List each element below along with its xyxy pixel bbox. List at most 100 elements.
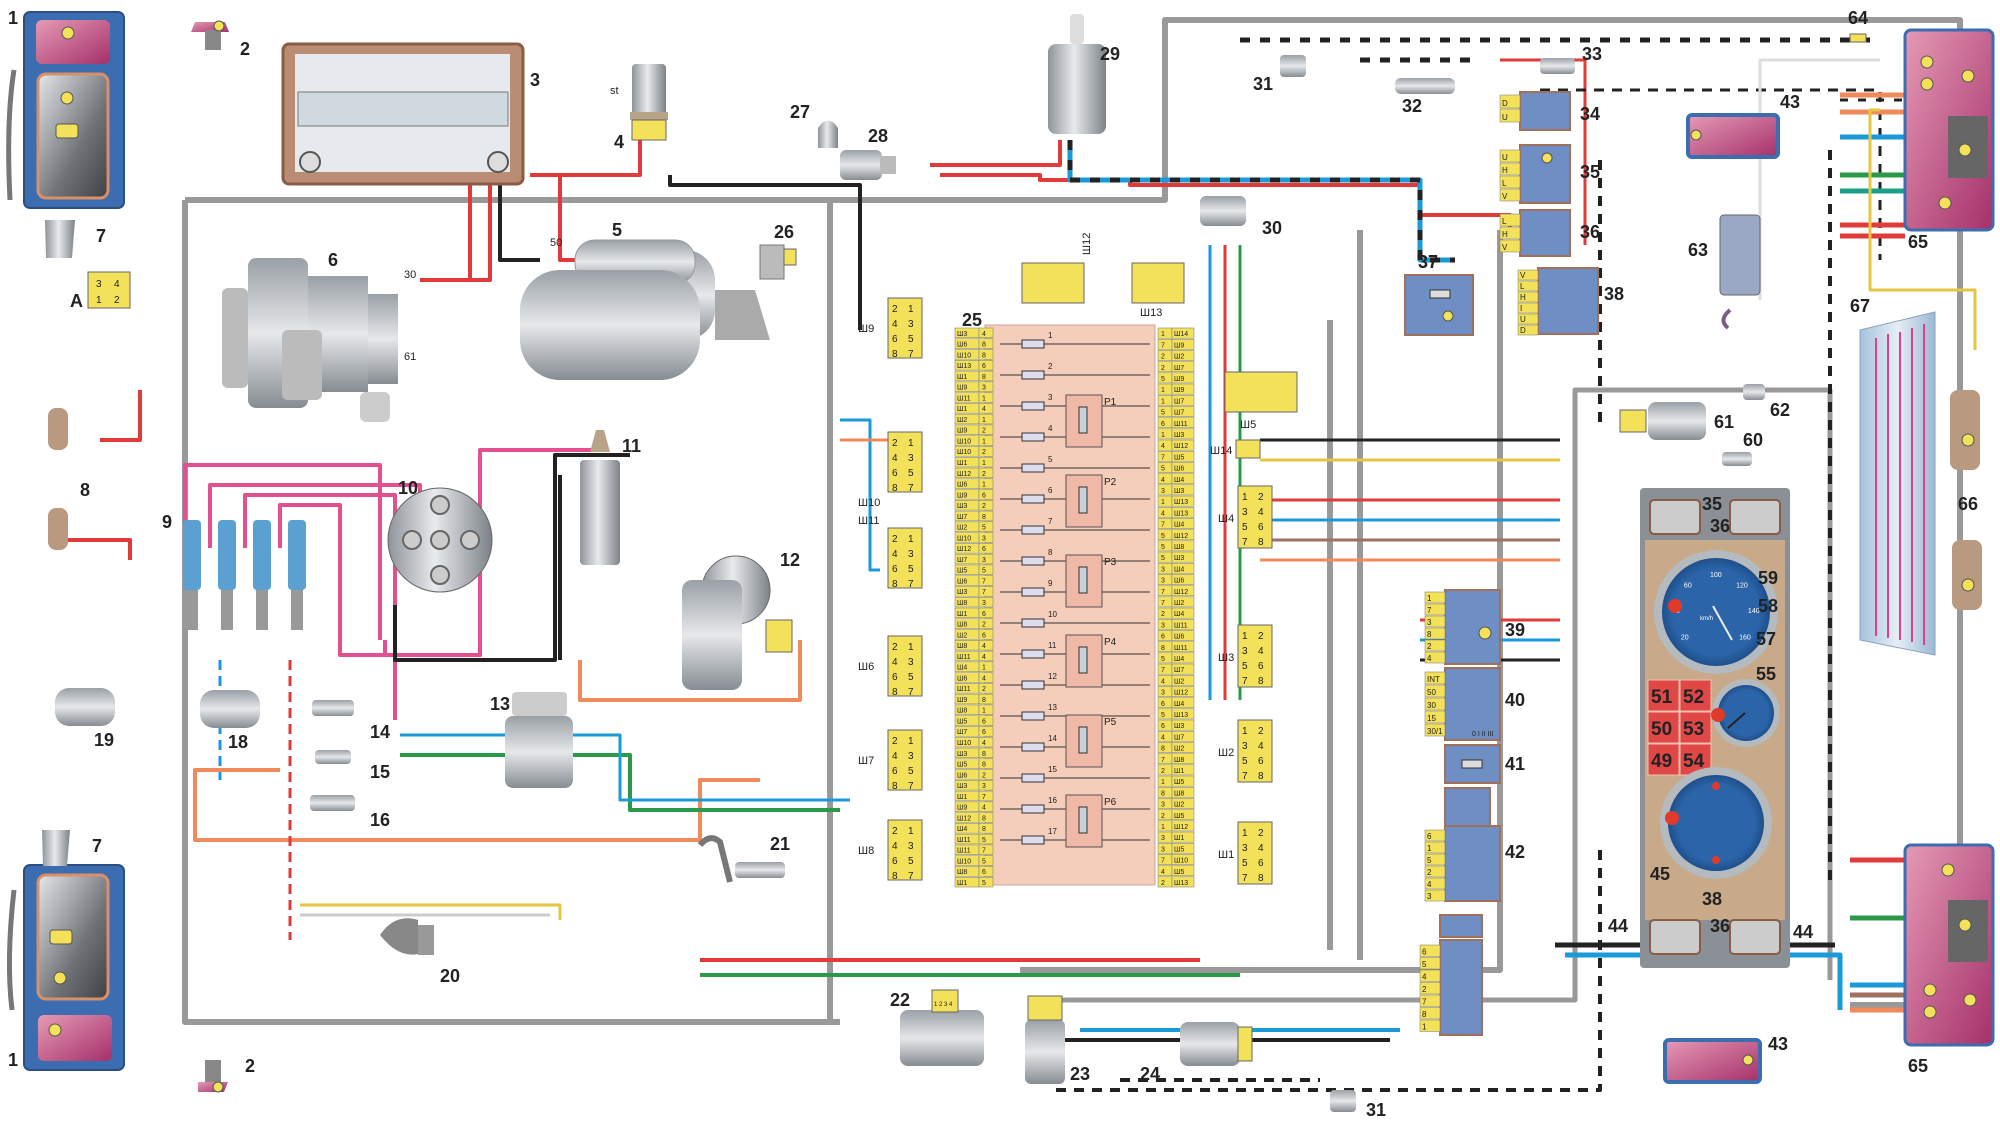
svg-text:Ш1: Ш1 (1218, 849, 1234, 861)
terminal-positive-icon (487, 151, 509, 173)
svg-text:Ш9: Ш9 (957, 385, 967, 392)
svg-text:7: 7 (1161, 757, 1165, 764)
svg-text:1: 1 (982, 460, 986, 467)
connector-64: 64 (1848, 8, 1868, 43)
connector-a-label: A (70, 291, 83, 311)
svg-text:D: D (1520, 326, 1526, 335)
svg-text:5: 5 (908, 672, 914, 683)
component-label: 7 (96, 226, 106, 246)
svg-text:6: 6 (1161, 701, 1165, 708)
svg-text:Ш6: Ш6 (957, 342, 967, 349)
switch-pin: 7 (1424, 603, 1446, 616)
generator: 30 61 6 (222, 250, 416, 422)
svg-text:4: 4 (1258, 843, 1264, 854)
svg-text:Ш5: Ш5 (1174, 846, 1184, 853)
speedo-tick-label: 20 (1681, 634, 1689, 641)
svg-text:Ш5: Ш5 (1174, 779, 1184, 786)
lamp-43-bottom: 43 (1663, 1034, 1788, 1084)
component-label: 65 (1908, 232, 1928, 252)
svg-text:Ш12: Ш12 (1174, 589, 1188, 596)
switch-pin: H (1499, 226, 1521, 240)
switch-pin: 5 (1419, 957, 1441, 970)
svg-text:P5: P5 (1104, 717, 1117, 728)
svg-text:1: 1 (1422, 1023, 1427, 1032)
svg-text:2: 2 (982, 428, 986, 435)
svg-text:6: 6 (982, 611, 986, 618)
svg-text:3: 3 (908, 751, 914, 762)
svg-text:Ш9: Ш9 (1174, 387, 1184, 394)
svg-text:5: 5 (1242, 756, 1248, 767)
svg-text:Ш6: Ш6 (957, 482, 967, 489)
svg-text:Ш2: Ш2 (1174, 746, 1184, 753)
svg-text:8: 8 (892, 579, 898, 590)
svg-text:U: U (1520, 315, 1526, 324)
svg-text:3: 3 (908, 319, 914, 330)
svg-text:V: V (1520, 271, 1526, 280)
svg-text:P2: P2 (1104, 477, 1117, 488)
svg-text:Ш12: Ш12 (1174, 443, 1188, 450)
svg-text:9: 9 (1048, 579, 1053, 588)
svg-text:4: 4 (1161, 477, 1165, 484)
svg-text:4: 4 (114, 279, 120, 290)
svg-text:2: 2 (1161, 880, 1165, 887)
component-label: 45 (1650, 864, 1670, 884)
lamp-icon (1961, 433, 1975, 447)
lamp-icon (1958, 918, 1972, 932)
fuse: 15 (1000, 765, 1150, 783)
svg-text:Ш14: Ш14 (1174, 331, 1188, 338)
connector-a: 3 4 1 2 A (70, 271, 131, 311)
svg-text:U: U (1502, 113, 1508, 122)
svg-text:7: 7 (982, 589, 986, 596)
sensor-16: 16 (310, 795, 390, 830)
svg-text:6: 6 (1258, 756, 1264, 767)
svg-text:7: 7 (982, 578, 986, 585)
switch-pin: D (1517, 324, 1539, 336)
svg-text:7: 7 (1048, 517, 1053, 526)
svg-text:6: 6 (1048, 486, 1053, 495)
svg-text:3: 3 (982, 557, 986, 564)
svg-text:6: 6 (982, 632, 986, 639)
svg-text:4: 4 (892, 549, 898, 560)
component-label: 1 (8, 8, 18, 28)
svg-text:5: 5 (1161, 656, 1165, 663)
svg-text:3: 3 (1242, 741, 1248, 752)
svg-text:5: 5 (1161, 376, 1165, 383)
svg-text:Ш13: Ш13 (1174, 499, 1188, 506)
switch-pin: 7 (1419, 994, 1441, 1007)
svg-text:3: 3 (1161, 690, 1165, 697)
component-label: 62 (1770, 400, 1790, 420)
svg-text:Ш14: Ш14 (1210, 445, 1232, 457)
svg-text:Ш5: Ш5 (1240, 419, 1256, 431)
svg-text:8: 8 (982, 751, 986, 758)
svg-text:8: 8 (982, 762, 986, 769)
connector-sh14: Ш14 (1210, 439, 1261, 459)
headlamp-front-left: 1 (6, 8, 125, 209)
battery: 3 (281, 42, 540, 186)
svg-text:1: 1 (908, 736, 914, 747)
svg-text:2: 2 (982, 686, 986, 693)
svg-text:Ш6: Ш6 (1174, 466, 1184, 473)
svg-text:Ш5: Ш5 (957, 718, 967, 725)
component-label: 57 (1756, 629, 1776, 649)
component-label: 18 (228, 732, 248, 752)
svg-text:13: 13 (1048, 703, 1057, 712)
svg-text:Ш3: Ш3 (1174, 555, 1184, 562)
spark-plug (288, 520, 306, 630)
component-label: 41 (1505, 754, 1525, 774)
